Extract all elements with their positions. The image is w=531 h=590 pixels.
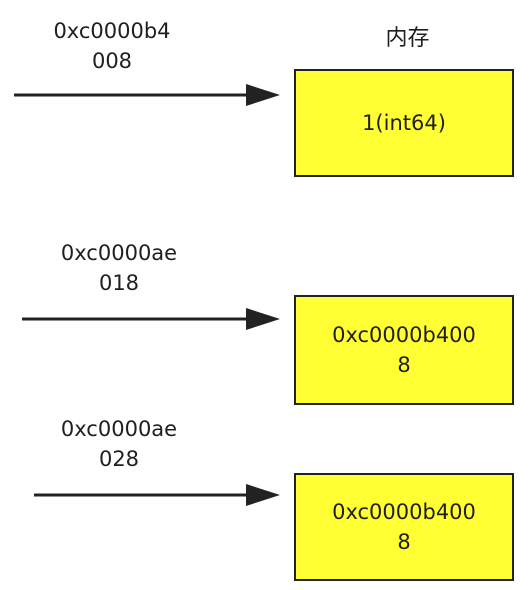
address-label-3-line1: 0xc0000ae [60, 417, 178, 441]
address-label-2: 0xc0000ae 018 [29, 238, 209, 298]
address-label-1-line1: 0xc0000b4 [53, 19, 171, 43]
memory-cell-1-value-line1: 1(int64) [362, 111, 446, 135]
memory-cell-3: 0xc0000b400 8 [294, 473, 514, 581]
memory-cell-2: 0xc0000b400 8 [294, 295, 514, 405]
address-label-2-line2: 018 [98, 271, 140, 295]
pointer-arrow-2 [22, 308, 280, 330]
memory-cell-2-value-line1: 0xc0000b400 [332, 323, 476, 347]
memory-cell-2-value-line2: 8 [397, 353, 411, 377]
address-label-3: 0xc0000ae 028 [29, 414, 209, 474]
address-label-3-line2: 028 [98, 447, 140, 471]
memory-cell-3-value-line2: 8 [397, 530, 411, 554]
address-label-2-line1: 0xc0000ae [60, 241, 178, 265]
address-label-1: 0xc0000b4 008 [22, 16, 202, 76]
memory-title: 内存 [385, 26, 430, 51]
memory-cell-1: 1(int64) [294, 69, 514, 177]
memory-cell-3-value-line1: 0xc0000b400 [332, 500, 476, 524]
pointer-arrow-3 [34, 484, 280, 506]
address-label-1-line2: 008 [91, 49, 133, 73]
pointer-arrow-1 [14, 84, 280, 106]
